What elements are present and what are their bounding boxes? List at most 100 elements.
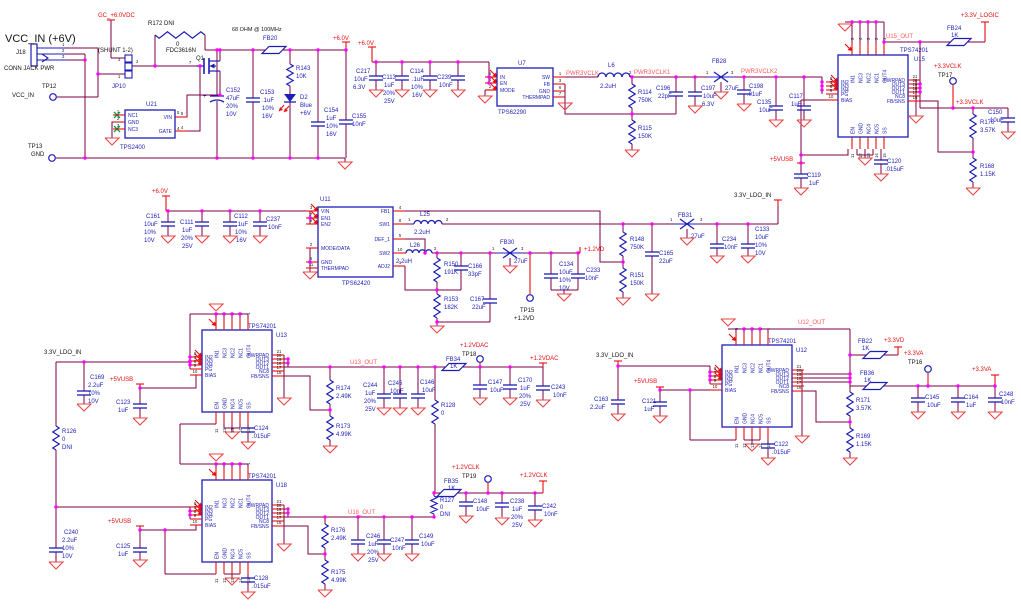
resistor-icon — [154, 31, 206, 39]
label: 16V — [412, 93, 423, 99]
pin-name: IN4 — [841, 88, 849, 94]
label: FB31 — [678, 213, 693, 219]
pin-name: NC2 — [867, 73, 873, 83]
label: 2 — [434, 246, 437, 251]
net-label: U12_OUT — [798, 320, 825, 326]
pin-number: 3 — [310, 205, 313, 210]
pin-number: 15 — [766, 443, 771, 448]
ground-icon — [394, 89, 411, 98]
junction-dot — [432, 515, 436, 519]
pin-name: SS — [247, 552, 253, 559]
junction-dot — [328, 408, 332, 412]
label: R176 — [331, 528, 346, 534]
label: 16V — [236, 238, 247, 244]
label: FB34 — [446, 357, 461, 363]
wire — [405, 238, 426, 253]
label: +6V — [300, 111, 311, 117]
label: 3 — [700, 217, 703, 222]
pin-number: 10 — [398, 247, 403, 252]
pin-number: 10 — [193, 519, 198, 524]
label: 10V — [144, 238, 155, 244]
junction-dot — [918, 86, 922, 90]
pin-number: 16 — [797, 385, 802, 390]
label: .01uF — [747, 92, 763, 98]
label: 3.57K — [980, 128, 996, 134]
pin-name: OUT4 — [767, 359, 773, 373]
label: 1 — [118, 74, 121, 79]
ground-icon — [429, 325, 446, 334]
label: 27uF — [514, 259, 528, 265]
pin-name: NC8 — [259, 369, 269, 375]
pin-name: GND — [539, 89, 551, 95]
pin-number: 5 — [489, 71, 492, 76]
pin-number: 20 — [913, 78, 918, 83]
label: 2 — [62, 48, 65, 53]
power-label: +1.2VCLK — [520, 473, 548, 479]
label: 10V — [755, 251, 766, 257]
pin-name: EN — [215, 552, 221, 559]
junction-dot — [688, 388, 692, 392]
resistor-icon — [430, 399, 440, 425]
label: C161 — [146, 214, 161, 220]
junction-dot — [750, 327, 754, 331]
pin-name: IN1 — [215, 500, 221, 508]
label: C119 — [807, 173, 822, 179]
junction-dot — [215, 156, 219, 160]
pin-number: 15 — [246, 578, 251, 583]
label: 16V — [326, 132, 337, 138]
pin-number: 7 — [310, 212, 313, 217]
junction-dot — [918, 82, 922, 86]
label: 20% — [519, 394, 532, 400]
label: C169 — [90, 375, 105, 381]
label: C146 — [420, 380, 435, 386]
label: C217 — [356, 69, 371, 75]
power-label: +3.3V_LOGIC — [961, 13, 1000, 19]
label: C153 — [260, 90, 275, 96]
label: 1uF — [809, 181, 820, 187]
power-label: +6.0V — [333, 36, 349, 42]
pin-number: 16 — [913, 95, 918, 100]
pin-name: OUT1 — [256, 365, 270, 371]
junction-dot — [82, 360, 86, 364]
label: R114 — [638, 90, 653, 96]
junction-dot — [486, 491, 490, 495]
junction-dot — [214, 312, 218, 316]
inductor-icon — [597, 72, 631, 78]
ground-icon — [322, 445, 339, 454]
ground-icon — [132, 417, 149, 426]
label: 20% — [367, 550, 380, 556]
label: 10V — [559, 286, 570, 292]
ground-icon — [502, 397, 519, 406]
wire — [405, 210, 623, 263]
label: C170 — [518, 378, 533, 384]
label: TP19 — [462, 474, 477, 480]
label: C238 — [510, 499, 525, 505]
pin-name: FB/SNS — [251, 524, 270, 530]
pin-number: 11 — [734, 443, 739, 448]
pin-name: OUT2 — [256, 361, 270, 367]
junction-dot — [866, 20, 870, 24]
pin-name: NC5 — [239, 549, 245, 559]
pin-name: EN — [851, 127, 857, 134]
junction-dot — [138, 528, 142, 532]
label: Q1 — [196, 56, 205, 62]
label: 3.3V_LDO_IN — [44, 350, 81, 356]
test-point — [476, 355, 484, 363]
pin-name: FB — [544, 82, 551, 88]
ground-icon — [48, 561, 65, 570]
pin-name: MODE/DATA — [321, 246, 351, 252]
junction-dot — [215, 48, 219, 52]
junction-dot — [456, 60, 460, 64]
net-label: U18_OUT — [348, 510, 375, 516]
junction-dot — [288, 48, 292, 52]
label: 10uF — [703, 94, 717, 100]
junction-dot — [423, 251, 427, 255]
input-arrow-icon — [197, 352, 202, 357]
label: 68 OHM @ 100MHz — [232, 27, 282, 33]
ground-icon — [736, 103, 753, 112]
junction-dot — [528, 251, 532, 255]
ground-icon — [557, 102, 574, 111]
pin-number: 11 — [850, 153, 855, 158]
ground-icon — [240, 441, 257, 450]
resistor-icon — [432, 257, 442, 283]
